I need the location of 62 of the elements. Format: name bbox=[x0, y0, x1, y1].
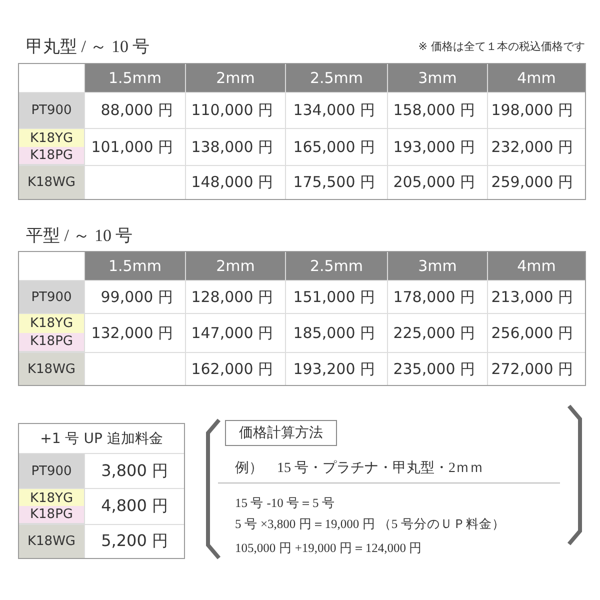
price-cell: 148,000 円 bbox=[186, 166, 285, 199]
price-cell: 162,000 円 bbox=[186, 353, 285, 385]
price-cell: 138,000 円 bbox=[186, 129, 285, 165]
header-cell: 3mm bbox=[388, 252, 487, 280]
price-cell: 132,000 円 bbox=[85, 314, 185, 352]
material-cell: K18YG bbox=[19, 314, 84, 334]
price-cell: 128,000 円 bbox=[186, 281, 285, 313]
calculation-line: 15 号 -10 号＝5 号 bbox=[235, 495, 335, 512]
header-cell: 3mm bbox=[388, 64, 487, 92]
price-cell: 178,000 円 bbox=[388, 281, 487, 313]
price-cell: 175,500 円 bbox=[286, 166, 387, 199]
price-cell: 158,000 円 bbox=[388, 93, 487, 128]
material-cell: K18PG bbox=[19, 506, 84, 523]
header-cell: 1.5mm bbox=[85, 64, 185, 92]
price-cell: 110,000 円 bbox=[186, 93, 285, 128]
price-cell: 99,000 円 bbox=[85, 281, 185, 313]
price-cell: 101,000 円 bbox=[85, 129, 185, 165]
material-cell: K18PG bbox=[19, 146, 84, 164]
price-cell: 205,000 円 bbox=[388, 166, 487, 199]
price-cell: 3,800 円 bbox=[85, 454, 184, 488]
header-cell: 2.5mm bbox=[286, 64, 387, 92]
material-cell: K18WG bbox=[19, 166, 84, 199]
calculation-line: 5 号 ×3,800 円＝19,000 円 （5 号分のＵＰ料金） bbox=[235, 516, 505, 533]
price-cell: 225,000 円 bbox=[388, 314, 487, 352]
price-cell: 151,000 円 bbox=[286, 281, 387, 313]
price-cell: 134,000 円 bbox=[286, 93, 387, 128]
material-cell: K18WG bbox=[19, 525, 84, 558]
table-title: 平型 / ～ 10 号 bbox=[26, 225, 133, 247]
price-cell: 5,200 円 bbox=[85, 525, 184, 558]
material-cell: K18YG bbox=[19, 489, 84, 507]
price-cell: 4,800 円 bbox=[85, 489, 184, 524]
price-cell: 272,000 円 bbox=[488, 353, 585, 385]
price-cell: 147,000 円 bbox=[186, 314, 285, 352]
material-cell: PT900 bbox=[19, 93, 84, 128]
price-cell: 165,000 円 bbox=[286, 129, 387, 165]
header-cell: 2mm bbox=[186, 252, 285, 280]
material-cell: PT900 bbox=[19, 281, 84, 313]
heading-box: 価格計算方法 bbox=[225, 420, 337, 446]
header-cell: 4mm bbox=[488, 64, 585, 92]
calculation-line: 105,000 円 +19,000 円＝124,000 円 bbox=[235, 540, 422, 557]
price-cell: 198,000 円 bbox=[488, 93, 585, 128]
header-cell: 2.5mm bbox=[286, 252, 387, 280]
example-text: 例） 15 号・プラチナ・甲丸型・2ｍｍ bbox=[235, 459, 484, 478]
price-cell: 185,000 円 bbox=[286, 314, 387, 352]
header-cell: 1.5mm bbox=[85, 252, 185, 280]
material-cell: K18YG bbox=[19, 129, 84, 148]
material-cell: K18PG bbox=[19, 332, 84, 351]
price-cell: 256,000 円 bbox=[488, 314, 585, 352]
price-cell: 193,000 円 bbox=[388, 129, 487, 165]
table-title: 甲丸型 / ～ 10 号 bbox=[26, 36, 150, 58]
header-cell: +1 号 UP 追加料金 bbox=[19, 424, 184, 453]
price-cell: 193,200 円 bbox=[286, 353, 387, 385]
price-cell: 235,000 円 bbox=[388, 353, 487, 385]
price-cell: 232,000 円 bbox=[488, 129, 585, 165]
header-cell: 4mm bbox=[488, 252, 585, 280]
price-cell: 88,000 円 bbox=[85, 93, 185, 128]
material-cell: K18WG bbox=[19, 353, 84, 385]
note: ※ 価格は全て１本の税込価格です bbox=[417, 39, 585, 55]
header-cell: 2mm bbox=[186, 64, 285, 92]
material-cell: PT900 bbox=[19, 454, 84, 488]
price-cell: 259,000 円 bbox=[488, 166, 585, 199]
price-cell: 213,000 円 bbox=[488, 281, 585, 313]
